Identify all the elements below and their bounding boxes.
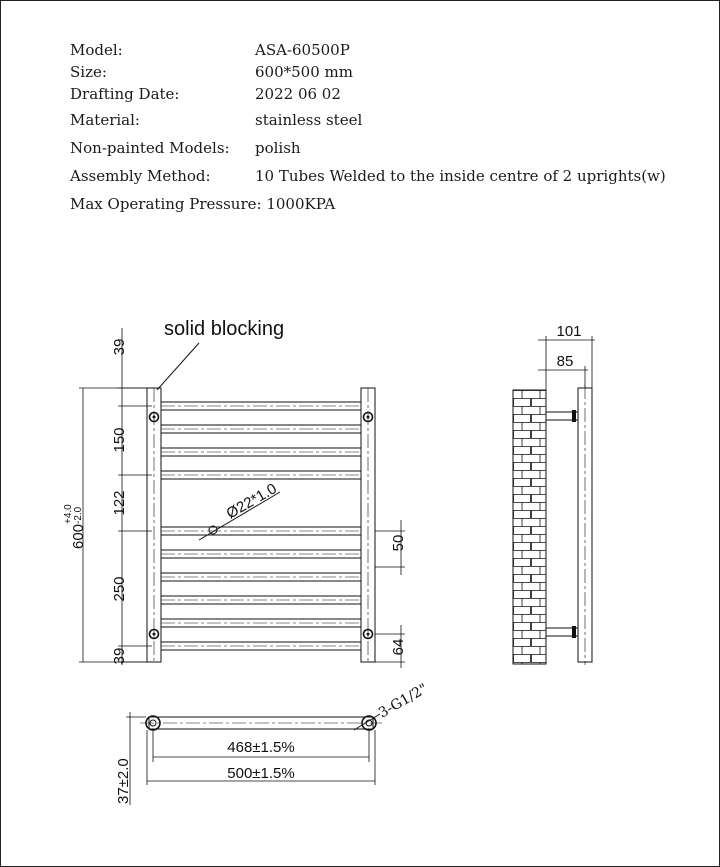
tube-section-marker — [208, 525, 218, 535]
tube — [160, 618, 362, 628]
fixing-point — [148, 628, 160, 640]
dim-122: 122 — [111, 490, 128, 515]
dim-depth-101: 101 — [556, 323, 581, 340]
tube — [160, 526, 362, 536]
dim-right-64: 64 — [390, 639, 407, 656]
material-value: stainless steel — [255, 111, 362, 129]
size-value: 600*500 mm — [255, 63, 353, 81]
dim-depth-37: 37±2.0 — [115, 758, 132, 804]
dim-width-500: 500±1.5% — [227, 765, 294, 782]
left-upright — [146, 387, 162, 663]
drafting-date-label: Drafting Date: — [70, 85, 179, 103]
wall-bracket-bottom — [545, 626, 579, 638]
tube — [160, 424, 362, 434]
assembly-label: Assembly Method: — [69, 167, 211, 185]
dim-top-39: 39 — [111, 339, 128, 356]
tube — [160, 401, 362, 411]
non-painted-value: polish — [255, 139, 301, 157]
dim-height-tol-upper: +4.0 — [63, 504, 74, 524]
front-view: solid blocking Ø22*1.0 39 150 122 250 39… — [63, 318, 407, 668]
left-dimension-chain: 39 150 122 250 39 — [111, 328, 152, 665]
overall-height-dimension: 600 +4.0 -2.0 — [63, 387, 147, 663]
dim-depth-85: 85 — [557, 353, 574, 370]
dim-right-50: 50 — [390, 535, 407, 552]
tube — [160, 595, 362, 605]
tube-group — [160, 401, 362, 651]
dim-height-600: 600 — [70, 524, 87, 549]
solid-blocking-leader — [156, 342, 200, 391]
tube — [160, 641, 362, 651]
tube — [160, 572, 362, 582]
fixing-point — [362, 628, 374, 640]
model-value: ASA-60500P — [254, 41, 350, 59]
pressure-text: Max Operating Pressure: 1000KPA — [70, 195, 335, 213]
size-label: Size: — [70, 63, 107, 81]
right-upright — [360, 387, 376, 663]
fixing-point — [148, 411, 160, 423]
assembly-value: 10 Tubes Welded to the inside centre of … — [255, 167, 666, 185]
connection-label: 3-G1/2" — [376, 681, 431, 722]
tube-diameter-label: Ø22*1.0 — [224, 480, 280, 522]
dim-150: 150 — [111, 427, 128, 452]
dim-width-468: 468±1.5% — [227, 739, 294, 756]
right-dimensions: 50 64 — [375, 520, 407, 668]
side-view: 101 85 — [512, 323, 595, 665]
model-label: Model: — [70, 41, 123, 59]
dim-bottom-39: 39 — [111, 648, 128, 665]
solid-blocking-label: solid blocking — [164, 318, 284, 340]
dim-250: 250 — [111, 576, 128, 601]
wall-bracket-top — [545, 410, 579, 422]
dim-height-tol-lower: -2.0 — [73, 506, 84, 524]
non-painted-label: Non-painted Models: — [70, 139, 230, 157]
tube — [160, 470, 362, 480]
diameter-leader — [198, 491, 281, 541]
tube — [160, 447, 362, 457]
brick-wall — [512, 389, 547, 665]
drafting-date-value: 2022 06 02 — [255, 85, 341, 103]
tube — [160, 549, 362, 559]
material-label: Material: — [70, 111, 140, 129]
bottom-view: 3-G1/2" 468±1.5% 500±1.5% 37±2.0 — [115, 681, 431, 805]
spec-block: Model: ASA-60500P Size: 600*500 mm Draft… — [69, 41, 666, 213]
fixing-point — [362, 411, 374, 423]
